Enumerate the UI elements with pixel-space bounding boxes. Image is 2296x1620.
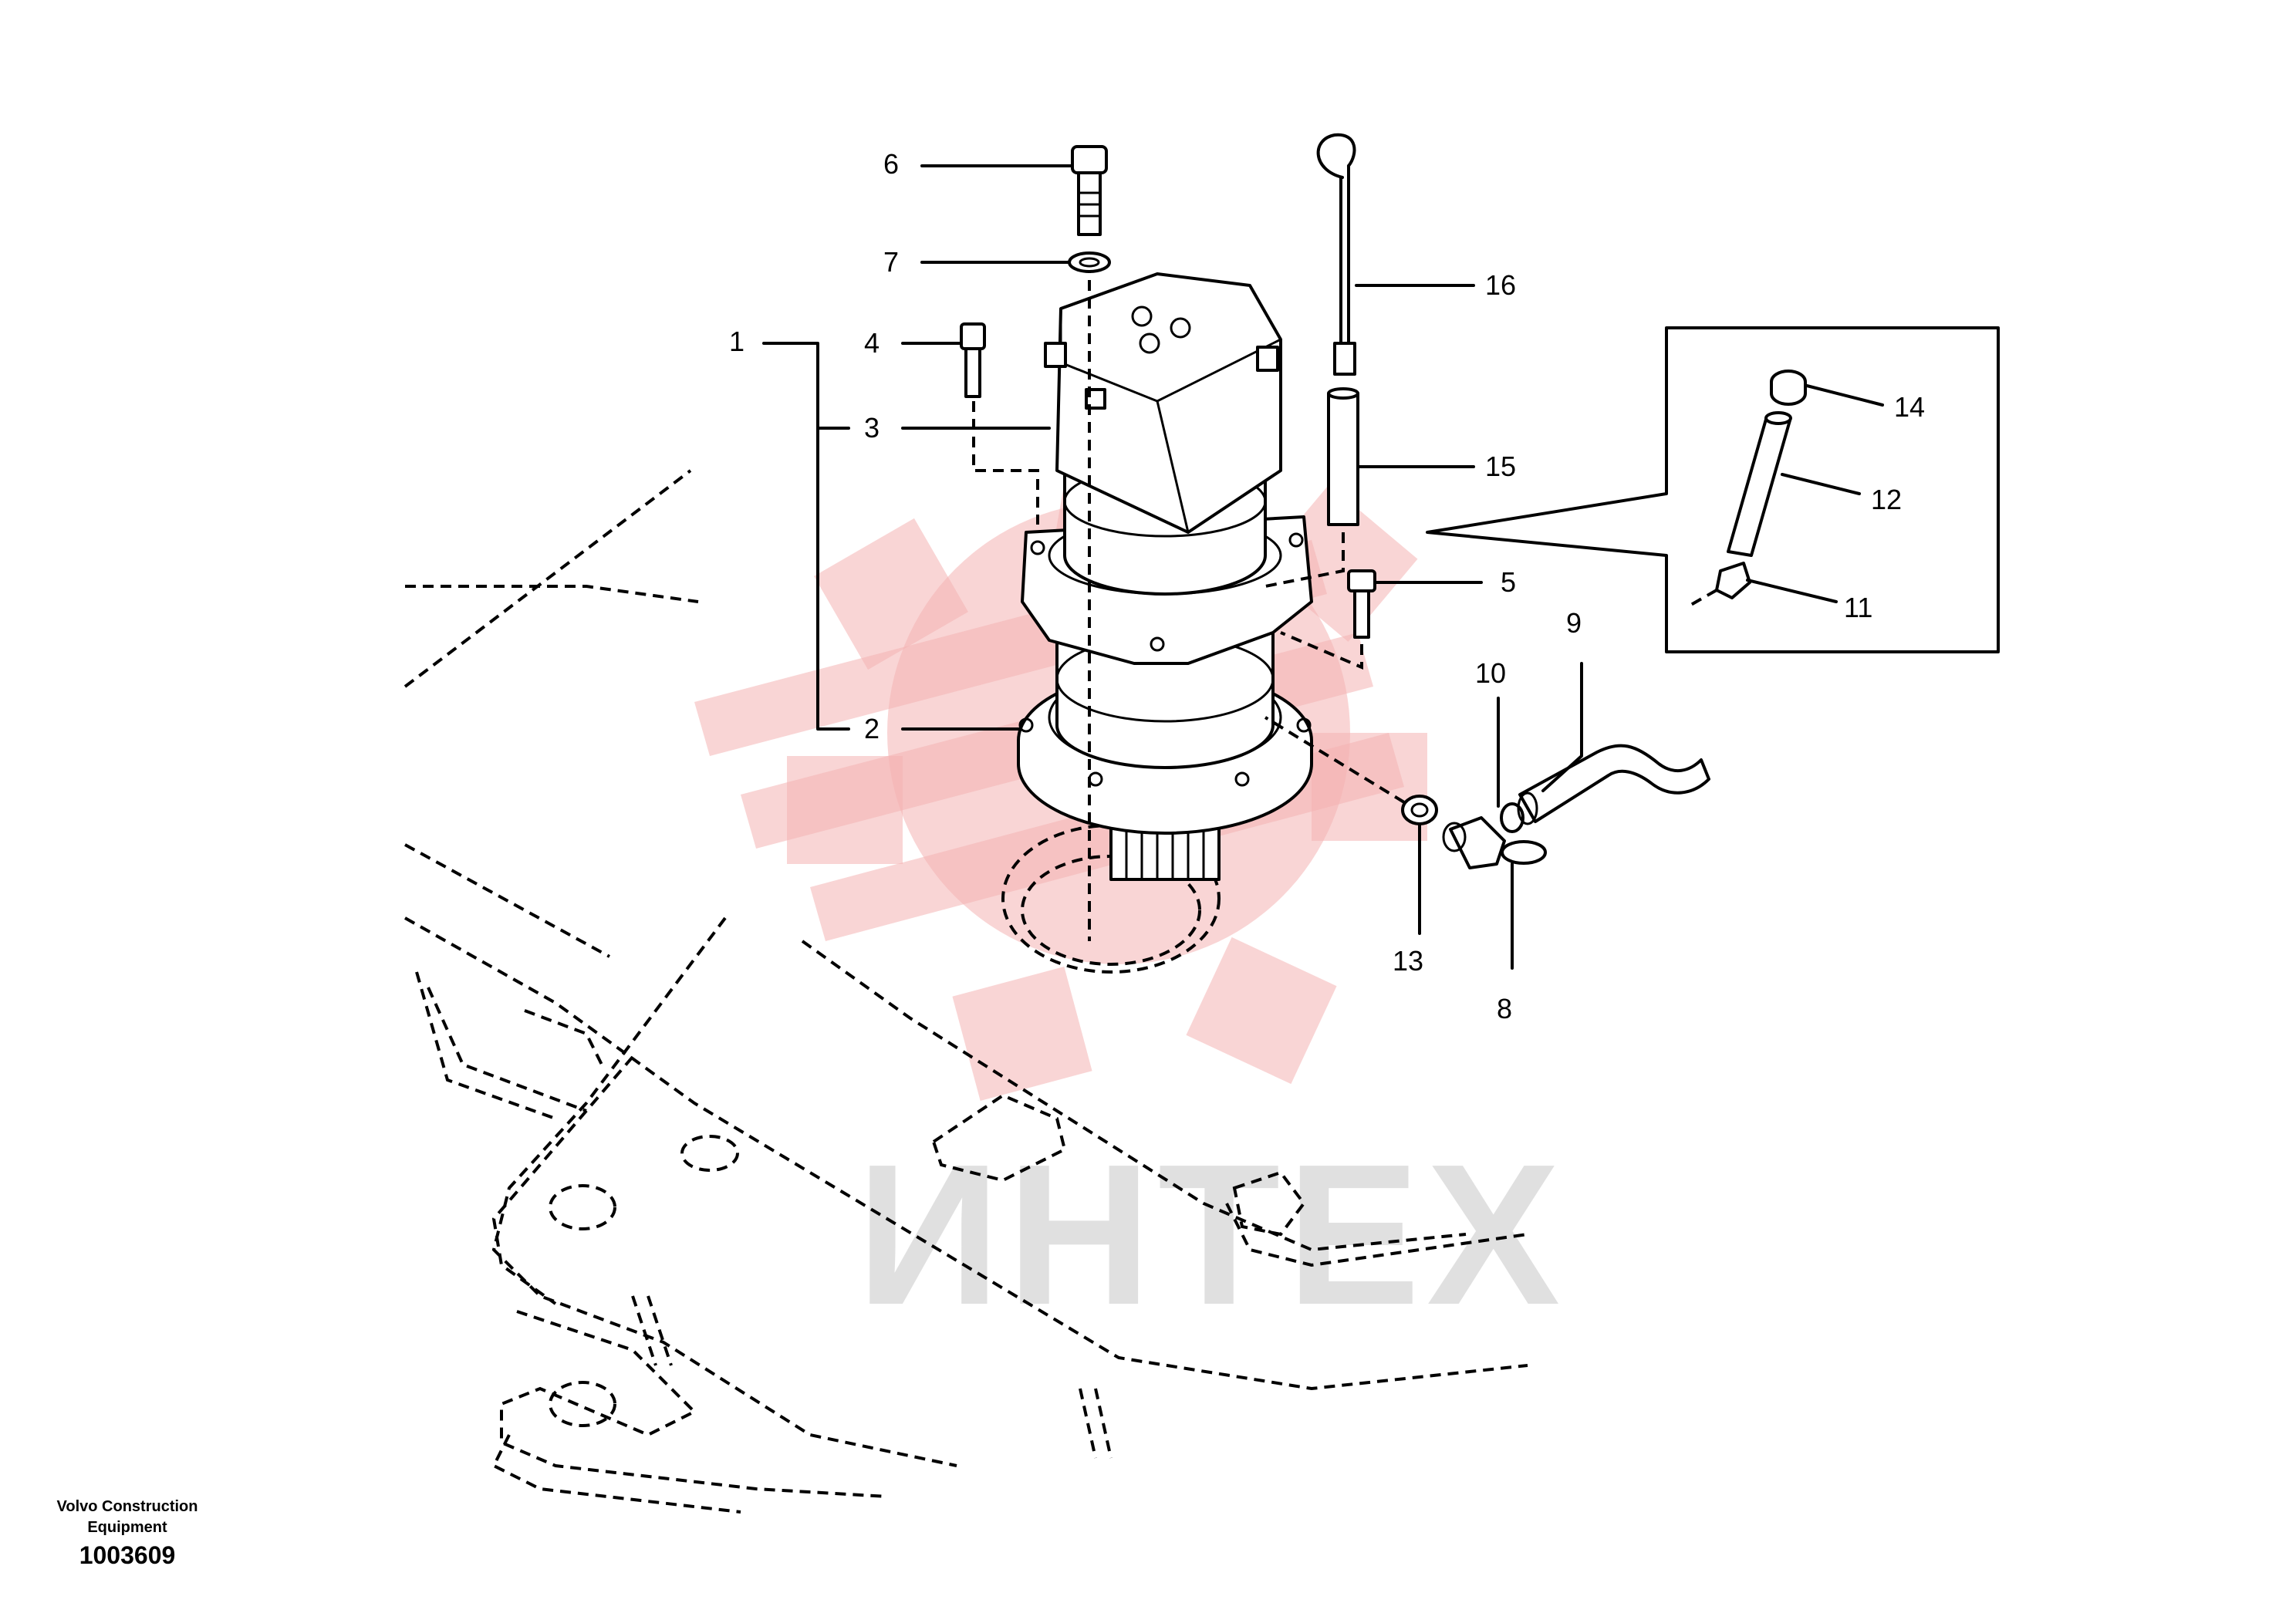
callout-labels: 6 7 1 4 3 2 16 15 5 9 10 13 8 14 12 11 — [729, 148, 1925, 1024]
background-frame-outline — [403, 469, 1528, 1514]
callout-10: 10 — [1475, 657, 1506, 689]
callout-16: 16 — [1485, 269, 1516, 301]
callout-11: 11 — [1844, 592, 1872, 623]
callout-7: 7 — [883, 246, 899, 278]
callout-14: 14 — [1894, 391, 1925, 423]
callout-13: 13 — [1393, 945, 1423, 977]
manufacturer-line-2: Equipment — [87, 1519, 167, 1536]
pipe-part-15 — [1264, 387, 1359, 588]
hose-part-9 — [1517, 744, 1710, 825]
bolt-part-4 — [960, 322, 1039, 525]
dipstick-part-16 — [1316, 133, 1356, 376]
callout-2: 2 — [864, 713, 880, 744]
callout-1: 1 — [729, 326, 745, 357]
washer-part-7 — [1068, 251, 1111, 273]
callout-9: 9 — [1566, 607, 1582, 639]
manufacturer-caption: Volvo Construction Equipment — [31, 1497, 224, 1538]
callout-4: 4 — [864, 327, 880, 359]
bolt-part-6 — [1071, 145, 1108, 236]
swing-motor-assembly — [1017, 262, 1313, 941]
leader-lines — [762, 164, 1884, 970]
manufacturer-line-1: Volvo Construction — [56, 1498, 198, 1515]
callout-8: 8 — [1497, 993, 1512, 1024]
callout-5: 5 — [1501, 566, 1516, 598]
document-number: 1003609 — [79, 1541, 176, 1569]
callout-12: 12 — [1871, 484, 1902, 515]
callout-3: 3 — [864, 412, 880, 444]
callout-6: 6 — [883, 148, 899, 180]
elbow-fitting-part-8 — [1442, 816, 1547, 869]
callout-15: 15 — [1485, 451, 1516, 482]
plug-part-13 — [1264, 716, 1438, 825]
detail-inset — [1426, 326, 2000, 653]
